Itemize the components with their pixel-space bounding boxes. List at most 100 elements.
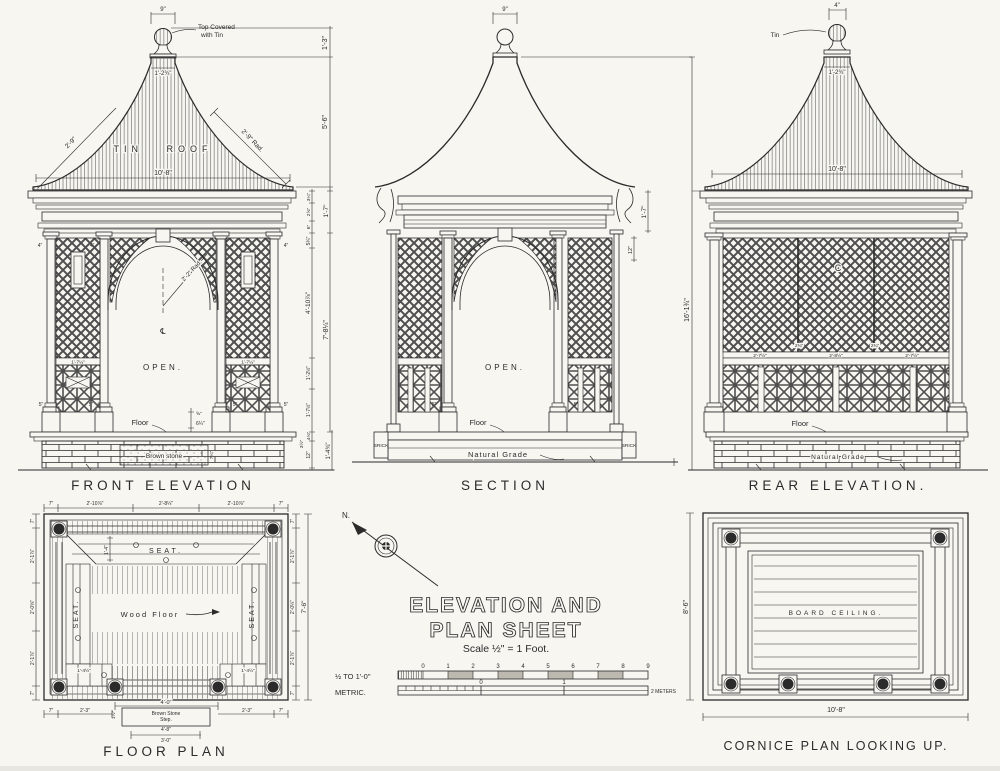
plan-step-label-1: Brown Stone: [152, 711, 181, 717]
metric-scale-label: METRIC.: [335, 688, 366, 697]
front-base-dim-4: 5": [284, 402, 289, 408]
plan-wood-floor-label: Wood Floor: [121, 610, 180, 619]
plan-dim-l1: 7": [30, 519, 36, 524]
front-dim-1-4-34: 1'-4¾": [326, 443, 332, 460]
section-drawing: 9" 1'-7" 12": [352, 7, 692, 493]
front-cornice: [27, 190, 297, 234]
cornice-columns: [721, 528, 950, 694]
title-block: N. ELEVATION AND PLAN SHEET Scale ½" = 1…: [335, 511, 677, 697]
section-finial-ball: [496, 28, 514, 46]
cornice-ceiling-label: BOARD CEILING.: [789, 610, 884, 617]
section-cornice: [395, 195, 615, 229]
sheet-title-line2: PLAN SHEET: [429, 619, 582, 642]
plan-dim-entrance: 4'-0": [161, 700, 172, 706]
front-dim-1-3: 1'-3": [322, 36, 329, 50]
rear-roof-top-dim: 1'-2¾": [829, 70, 846, 76]
front-dim-4-10-78: 4'-10⅞": [305, 291, 312, 314]
front-brownstone-label: Brown stone: [146, 453, 183, 460]
rear-finial-ball: [828, 24, 846, 42]
scale-tick-8: 8: [621, 664, 625, 670]
plan-outer-wall: [43, 513, 289, 701]
floor-plan-title: FLOOR PLAN: [103, 744, 229, 759]
front-floor-dim-a: ⅝": [196, 411, 202, 417]
front-finial-ball: [154, 28, 172, 46]
front-body-dims: 5¼" 4'-10⅞" 7'-8¼" 1'-2½" 1'-7½" 4⅛" 3½"…: [298, 233, 335, 471]
scale-tick-7: 7: [596, 664, 600, 670]
section-platform: BRICK BRICK Natural Grade: [352, 431, 678, 466]
front-dim-3-12: 3½": [298, 440, 305, 449]
rear-floor-label: Floor: [791, 419, 809, 428]
section-arch-dim: 12": [628, 246, 634, 254]
front-dim-1-2-12: 1'-2½": [305, 366, 312, 380]
plan-dim-b1: 7": [49, 708, 54, 714]
plan-seat-posts: [75, 542, 257, 678]
front-dim-12: 12": [306, 451, 312, 459]
plan-dim-t1: 7": [49, 501, 54, 507]
cornice-beams: [725, 532, 946, 690]
plan-dim-r5: 7": [290, 691, 296, 696]
front-cornice-dims: 3¼" 2⅝" 6" 1'-7": [306, 189, 333, 234]
scale-tick-4: 4: [521, 664, 525, 670]
front-arch: 2'-2" Rad. ℄: [107, 228, 219, 336]
cornice-width-dim: 10'-8": [827, 707, 845, 714]
rear-finial-dim: 4": [834, 3, 839, 9]
rear-brick-base: [713, 440, 961, 469]
plan-columns: [50, 520, 282, 696]
rear-roof: [704, 56, 969, 191]
front-finial: 9" Top Covered with Tin: [149, 7, 235, 59]
plan-seat-stub-left: [65, 663, 113, 687]
section-floor-label: Floor: [469, 418, 487, 427]
front-dim-4-18: 4⅛": [306, 432, 312, 441]
rear-muntin-dim-a: 2¾": [795, 343, 804, 349]
front-roof-height-dims: 1'-3" 5'-6": [171, 26, 333, 190]
section-title: SECTION: [461, 478, 549, 493]
plan-step-label-2: Step.: [160, 717, 172, 723]
imperial-scale-bar: ½ TO 1'-0" 0 1 2 3 4 5 6 7 8 9: [335, 664, 650, 681]
plan-dims-right: 7" 2'-1⅞" 2'-0¼" 2'-1⅞" 7" 7'-6": [290, 513, 312, 701]
section-cornice-dim: 1'-7": [641, 205, 648, 219]
scale-tick-6: 6: [571, 664, 575, 670]
plan-floor-boards-lower: [92, 632, 240, 664]
front-roof: [32, 56, 294, 191]
section-brick-label-right: BRICK: [622, 443, 637, 449]
plan-dim-b5: 7": [279, 708, 284, 714]
plan-seat-left-label: SEAT.: [73, 600, 80, 629]
plan-dim-l3: 2'-0⅝": [30, 600, 36, 614]
rear-elevation-drawing: 4" Tin 1'-2¾" 10'-8" C 2'-7½" 2'-8½" 2'-…: [684, 3, 988, 493]
front-brick-dim: 7¼": [209, 451, 215, 460]
section-brick-label-left: BRICK: [374, 443, 389, 449]
scale-tick-0: 0: [421, 664, 425, 670]
front-elevation-drawing: 9" Top Covered with Tin 1'-3" 5'-6" 1'-2…: [18, 7, 335, 493]
plan-dim-b3: 1½": [110, 711, 117, 720]
north-label: N.: [342, 511, 350, 520]
plan-dim-b2: 2'-3": [80, 708, 90, 714]
front-finial-note-line1: Top Covered: [198, 24, 235, 31]
floor-plan-drawing: SEAT. 1'-4" SEAT. SEAT. 1'-4½" 1'-4½" Wo…: [30, 501, 312, 759]
scale-tick-2: 2: [471, 664, 475, 670]
section-col-dim-left: 5": [432, 402, 437, 408]
rear-roof-width-dim: 10'-8": [828, 166, 846, 173]
plan-floor-boards-upper: [92, 566, 240, 594]
section-roof-outline: [374, 56, 636, 188]
front-roof-top-dim: 1'-2¾": [155, 71, 172, 77]
plan-dim-r3: 2'-0¼": [290, 600, 296, 614]
rear-panel-dim-b: 2'-8½": [829, 352, 843, 359]
plan-dim-t5: 7": [279, 501, 284, 507]
metric-scale-bar: METRIC. 0 1 2 METERS: [335, 680, 677, 697]
plan-seat-top-label: SEAT.: [149, 548, 183, 555]
front-finial-width-dim: 9": [160, 7, 165, 13]
plan-seat-stub-right: [219, 663, 267, 687]
front-dim-2-58: 2⅝": [306, 208, 312, 217]
rear-muntin-dim-b: 2¾": [871, 343, 880, 349]
cornice-plan-drawing: BOARD CEILING. 8'-6" 10'-8" CORNICE PLAN…: [683, 512, 969, 753]
cornice-height-dim: 8'-6": [683, 600, 690, 614]
cornice-outer-edge: [702, 512, 969, 701]
plan-dim-overall: 7'-6": [301, 600, 308, 614]
front-rail-dim-right: 1'-7¼": [241, 360, 255, 366]
front-dim-1-7-12: 1'-7½": [305, 403, 312, 417]
front-col-dim-1: 4": [38, 243, 43, 249]
plan-dim-t4: 2'-10⅞": [228, 501, 245, 507]
section-structure: [386, 229, 624, 433]
